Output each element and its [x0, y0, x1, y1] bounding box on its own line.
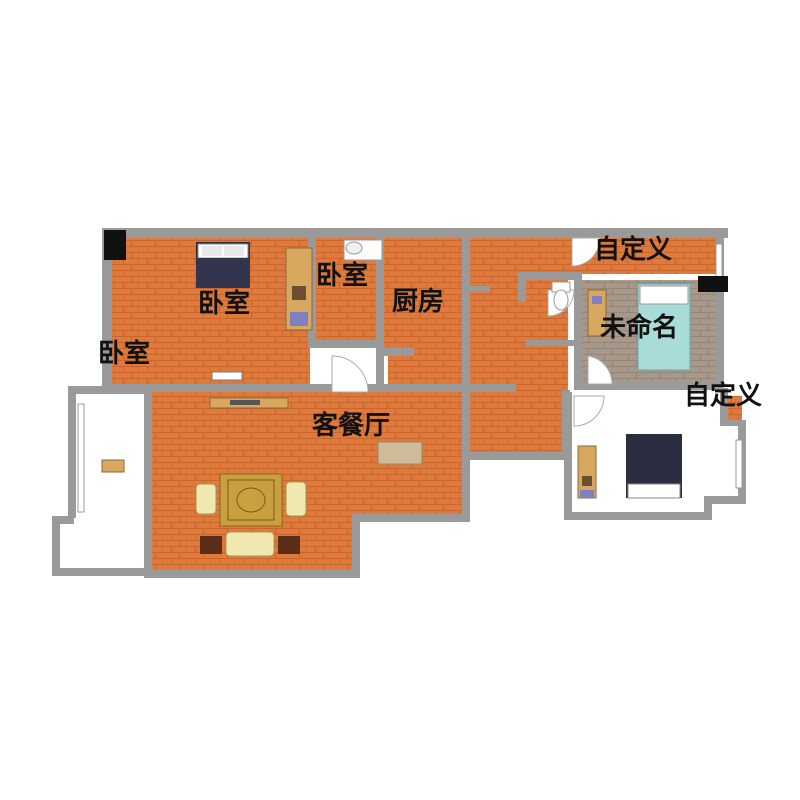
wall — [52, 516, 60, 576]
wall — [564, 512, 710, 520]
wall — [518, 272, 526, 302]
wall — [376, 238, 384, 388]
wall — [720, 420, 746, 426]
side-table-icon — [200, 536, 222, 554]
room-label-kitchen: 厨房 — [392, 287, 444, 317]
room-label-custom-right: 自定义 — [684, 380, 762, 411]
wall — [102, 228, 112, 388]
door-icon — [571, 237, 601, 267]
floor-balcony — [72, 392, 148, 570]
armchair-icon — [285, 481, 307, 517]
wall — [564, 392, 572, 520]
furniture — [101, 239, 691, 557]
wall — [384, 348, 414, 356]
floor-kitchen — [388, 238, 468, 388]
wall — [102, 384, 332, 392]
toilet-icon — [551, 281, 571, 311]
sofa-icon — [225, 531, 275, 557]
desk-icon — [577, 445, 597, 499]
side-table-icon — [278, 536, 300, 554]
wall — [574, 272, 582, 388]
wall — [716, 238, 724, 388]
toilet-icon — [343, 239, 383, 261]
room-label-bedroom-small: 卧室 — [316, 260, 368, 291]
pillar — [698, 276, 728, 292]
wall — [704, 496, 712, 520]
wall — [352, 516, 360, 578]
room-label-bedroom-west: 卧室 — [98, 338, 150, 369]
door-icon — [331, 355, 369, 393]
wall — [352, 514, 470, 522]
wall — [68, 386, 76, 518]
room-label-unnamed: 未命名 — [600, 312, 678, 343]
wall — [704, 496, 744, 504]
armchair-icon — [195, 483, 217, 515]
wall — [518, 272, 582, 280]
wall — [462, 380, 470, 520]
wall — [52, 516, 74, 524]
windows — [77, 243, 743, 513]
room-labels: 卧室 卧室 卧室 厨房 客餐厅 自定义 未命名 自定义 — [98, 234, 762, 441]
door-icon — [573, 395, 605, 427]
pillar — [104, 230, 126, 260]
floor-right-strip — [724, 396, 742, 424]
wall — [144, 384, 152, 574]
bed-icon — [626, 434, 682, 499]
bed-icon — [196, 242, 250, 288]
desk-icon — [587, 289, 607, 337]
wall — [308, 340, 376, 348]
wall — [68, 386, 150, 394]
window — [735, 439, 743, 489]
coffee-table-icon — [101, 459, 125, 473]
dining-table-icon — [377, 441, 423, 465]
wall — [470, 286, 490, 292]
wall — [574, 382, 724, 390]
bed-icon — [637, 283, 691, 371]
wall — [144, 570, 360, 578]
rug-icon — [219, 473, 283, 527]
window — [77, 403, 85, 513]
floor-living-ext — [468, 380, 568, 458]
wall — [366, 384, 516, 392]
room-label-bedroom-main: 卧室 — [198, 288, 250, 319]
wall — [470, 452, 568, 460]
wall — [52, 568, 152, 576]
room-label-living-dining: 客餐厅 — [312, 410, 390, 441]
room-label-custom-top: 自定义 — [594, 234, 672, 265]
wall — [102, 228, 728, 238]
bench-icon — [211, 371, 243, 381]
wall — [462, 238, 470, 388]
wardrobe-icon — [285, 247, 313, 331]
wall — [526, 340, 582, 346]
wall — [720, 388, 728, 426]
tv-cabinet-icon — [209, 397, 289, 409]
door-icon — [587, 355, 613, 385]
